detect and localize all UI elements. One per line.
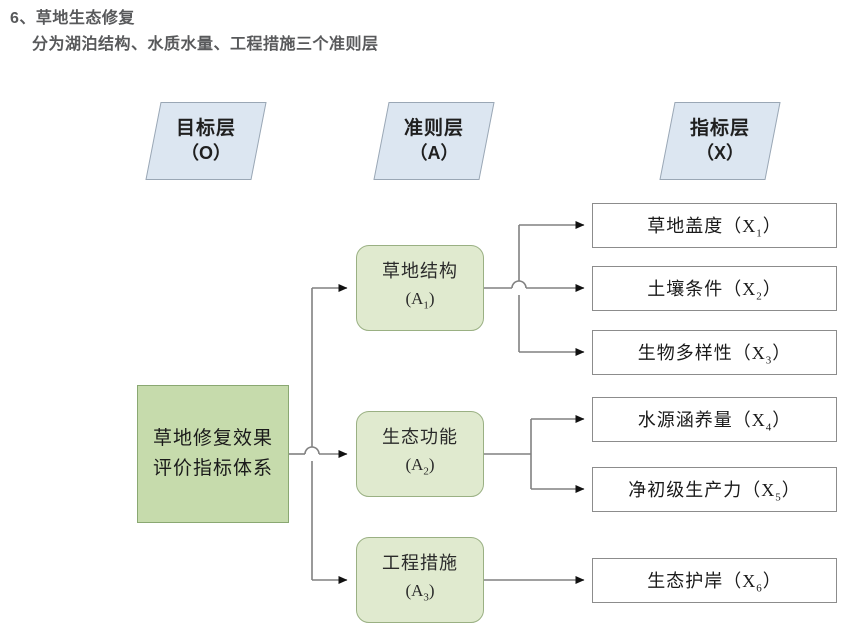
indicator-node-x3[interactable]: 生物多样性（X3） (592, 330, 837, 375)
criterion-layer-header: 准则层 （A） (373, 102, 495, 180)
indicator-node-x1-label: 草地盖度（X1） (647, 215, 782, 240)
indicator-node-x5[interactable]: 净初级生产力（X5） (592, 467, 837, 512)
indicator-node-x1[interactable]: 草地盖度（X1） (592, 203, 837, 248)
indicator-layer-header-title: 指标层 (689, 118, 750, 139)
wire-hop-goal-trunk (304, 446, 320, 455)
criterion-node-a1-label: 草地结构 (382, 260, 458, 281)
heading-title: 6、草地生态修复 (10, 10, 135, 27)
criterion-node-a3-code: (A3) (405, 580, 435, 604)
indicator-node-x2[interactable]: 土壤条件（X2） (592, 266, 837, 311)
criterion-node-a3-label: 工程措施 (382, 552, 458, 573)
criterion-layer-header-title: 准则层 (403, 118, 464, 139)
indicator-node-x3-label: 生物多样性（X3） (637, 342, 792, 367)
indicator-node-x6[interactable]: 生态护岸（X6） (592, 558, 837, 603)
goal-node-label: 草地修复效果评价指标体系 (152, 428, 273, 479)
indicator-node-x2-label: 土壤条件（X2） (647, 278, 782, 303)
goal-layer-header-title: 目标层 (175, 118, 236, 139)
indicator-layer-header-code: （X） (695, 143, 744, 163)
indicator-node-x4[interactable]: 水源涵养量（X4） (592, 397, 837, 442)
goal-layer-header-code: （O） (180, 143, 231, 163)
heading-block: 6、草地生态修复 分为湖泊结构、水质水量、工程措施三个准则层 (10, 6, 690, 58)
heading-subtitle: 分为湖泊结构、水质水量、工程措施三个准则层 (32, 36, 379, 53)
indicator-node-x4-label: 水源涵养量（X4） (637, 409, 792, 434)
criterion-node-a1[interactable]: 草地结构 (A1) (356, 245, 484, 331)
indicator-node-x6-label: 生态护岸（X6） (647, 570, 782, 595)
criterion-node-a2-code: (A2) (405, 454, 435, 478)
criterion-layer-header-code: （A） (409, 143, 459, 163)
criterion-node-a2[interactable]: 生态功能 (A2) (356, 411, 484, 497)
indicator-node-x5-label: 净初级生产力（X5） (628, 479, 801, 504)
criterion-node-a2-label: 生态功能 (382, 426, 458, 447)
goal-node[interactable]: 草地修复效果评价指标体系 (137, 385, 289, 523)
wire-hop-criterion1 (511, 280, 527, 289)
criterion-node-a1-code: (A1) (405, 288, 435, 312)
criterion-node-a3[interactable]: 工程措施 (A3) (356, 537, 484, 623)
indicator-layer-header: 指标层 （X） (659, 102, 781, 180)
goal-layer-header: 目标层 （O） (145, 102, 267, 180)
